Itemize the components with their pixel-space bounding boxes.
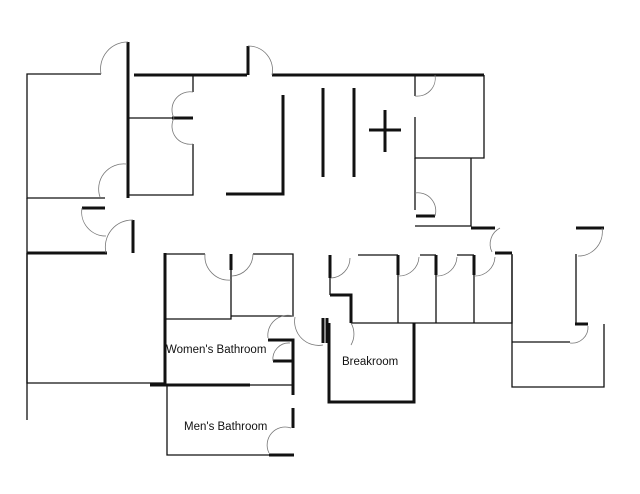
plus-partition — [369, 110, 401, 152]
door-arc — [98, 163, 127, 198]
wall-lower-left-room — [26, 253, 165, 384]
wall-breakroom — [327, 323, 416, 404]
wall-left-middle-stub — [27, 206, 135, 255]
door-swings — [81, 41, 603, 454]
label-womens-bathroom: Women's Bathroom — [166, 344, 266, 356]
wall-inner-rooms — [129, 75, 194, 196]
wall-right-mid-room — [414, 158, 472, 227]
wall-mens-right — [269, 408, 295, 457]
label-breakroom: Breakroom — [342, 356, 398, 368]
label-mens-bathroom: Men's Bathroom — [184, 421, 267, 433]
door-arc — [294, 316, 324, 346]
door-arc — [81, 207, 107, 237]
door-arc — [474, 256, 496, 277]
door-arc — [247, 45, 273, 76]
door-arc — [171, 91, 194, 145]
walls — [26, 42, 605, 457]
door-arc — [267, 314, 294, 339]
wall-breakroom-door — [321, 318, 329, 343]
door-arc — [569, 325, 589, 344]
wall-office-stubs — [396, 251, 512, 275]
door-arc — [104, 219, 134, 254]
wall-right-top-room — [414, 75, 485, 159]
door-arc — [414, 192, 437, 217]
wall-right-lower-stub — [575, 226, 604, 326]
door-arc — [266, 426, 292, 454]
wall-offices — [329, 254, 513, 324]
door-arc — [231, 253, 254, 277]
wall-open-area — [226, 95, 285, 196]
door-arc — [330, 257, 351, 279]
door-arc — [272, 342, 291, 362]
door-arc — [414, 74, 436, 97]
door-arc — [100, 41, 129, 75]
wall-top-mid — [134, 46, 250, 77]
wall-mens — [166, 385, 269, 456]
door-arc — [204, 253, 232, 281]
door-arc — [436, 256, 458, 277]
door-arc — [577, 227, 603, 257]
wall-left-room — [26, 73, 105, 199]
door-arc — [350, 322, 355, 346]
wall-right-lower — [511, 254, 605, 388]
wall-offices-step — [328, 255, 353, 323]
wall-womens-right — [268, 338, 295, 395]
door-arc — [398, 256, 420, 277]
door-arc — [489, 227, 501, 253]
